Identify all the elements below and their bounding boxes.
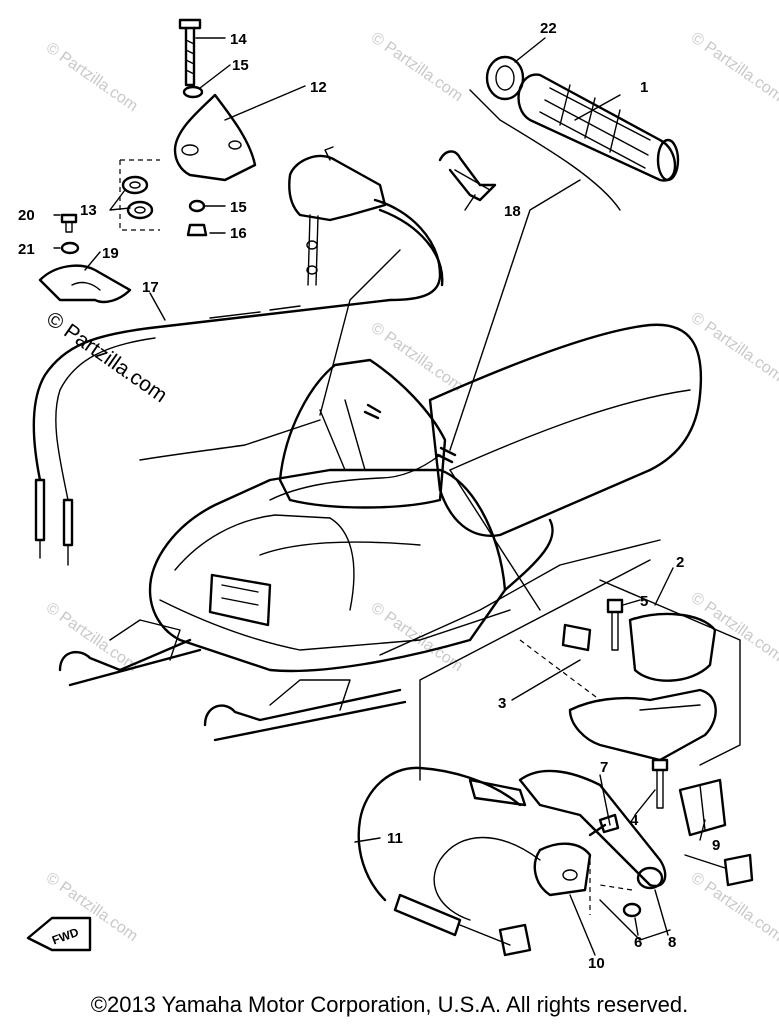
watermark: © Partzilla.com: [688, 589, 779, 665]
callout-7: 7: [600, 759, 608, 776]
callout-16: 16: [230, 225, 247, 242]
callout-22: 22: [540, 20, 557, 37]
callout-8: 8: [668, 934, 676, 951]
callout-11: 11: [387, 830, 403, 847]
throttle-hardware: [38, 18, 497, 304]
callout-20: 20: [18, 207, 35, 224]
callout-6: 6: [634, 934, 642, 951]
parts-diagram: © Partzilla.com © Partzilla.com © Partzi…: [18, 18, 779, 972]
callout-9: 9: [712, 837, 720, 854]
snowmobile-illustration: [58, 323, 703, 742]
watermark: © Partzilla.com: [43, 39, 141, 115]
callout-15a: 15: [232, 57, 249, 74]
callout-3: 3: [498, 695, 506, 712]
watermark: © Partzilla.com: [43, 599, 141, 675]
grip-assembly: [485, 55, 680, 182]
callout-12: 12: [310, 79, 327, 96]
brake-assembly: [357, 559, 754, 957]
throttle-cable: [32, 198, 444, 566]
fwd-arrow-icon: FWD: [26, 916, 92, 952]
callout-leaders: [53, 37, 706, 956]
watermark: © Partzilla.com: [368, 319, 466, 395]
callout-10: 10: [588, 955, 605, 972]
watermark: © Partzilla.com: [368, 29, 466, 105]
callout-14: 14: [230, 31, 247, 48]
callout-17: 17: [142, 279, 159, 296]
watermark: © Partzilla.com: [688, 869, 779, 945]
callout-4: 4: [630, 812, 639, 829]
callout-18: 18: [504, 203, 521, 220]
callout-13: 13: [80, 202, 97, 219]
fwd-label: FWD: [50, 925, 81, 948]
watermark: © Partzilla.com: [688, 29, 779, 105]
callout-labels: 1 2 3 4 5 6 7 8 9 10 11 12 13 14 15 15 1…: [18, 20, 720, 972]
guide-lines: [139, 89, 661, 656]
copyright-notice: ©2013 Yamaha Motor Corporation, U.S.A. A…: [90, 992, 689, 1017]
callout-1: 1: [640, 79, 648, 96]
watermark-layer: © Partzilla.com © Partzilla.com © Partzi…: [42, 29, 779, 945]
callout-21: 21: [18, 241, 35, 258]
callout-2: 2: [676, 554, 684, 571]
callout-5: 5: [640, 593, 648, 610]
callout-19: 19: [102, 245, 119, 262]
callout-15b: 15: [230, 199, 247, 216]
